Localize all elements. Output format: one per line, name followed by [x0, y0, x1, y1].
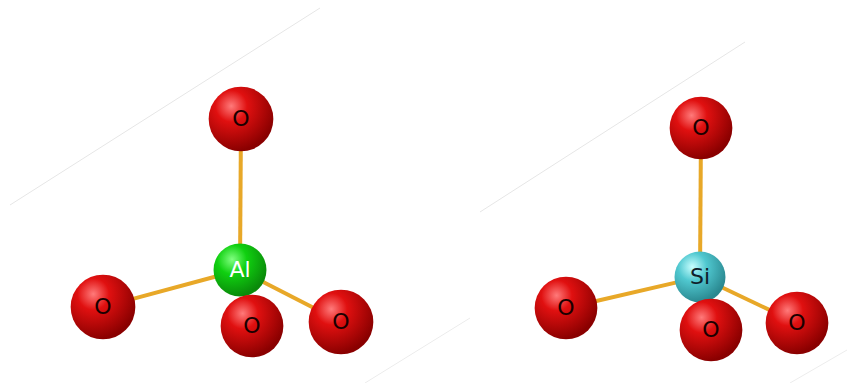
bond-line [595, 282, 676, 301]
bond-line [133, 277, 216, 299]
oxygen-atom: O [669, 96, 733, 160]
oxygen-atom: O [308, 289, 374, 355]
oxygen-atom: O [765, 291, 829, 355]
oxygen-atom: O [534, 276, 598, 340]
aluminium-atom: Al [213, 243, 267, 297]
oxygen-atom: O [220, 294, 284, 358]
atom-label: O [788, 312, 805, 334]
atom-label: O [243, 315, 260, 337]
atom-label: O [232, 108, 249, 130]
atom-label: Al [229, 259, 250, 281]
guide-line [10, 8, 320, 205]
atom-label: O [557, 297, 574, 319]
bond-line [238, 150, 243, 245]
guide-line [790, 350, 847, 383]
atom-label: O [692, 117, 709, 139]
atom-label: O [94, 296, 111, 318]
atom-label: O [702, 319, 719, 341]
oxygen-atom: O [208, 86, 274, 152]
bond-line [698, 158, 703, 253]
guide-line [365, 318, 470, 383]
atom-label: Si [690, 266, 710, 288]
oxygen-atom: O [679, 298, 743, 362]
silicon-atom: Si [674, 251, 726, 303]
atom-label: O [332, 311, 349, 333]
oxygen-atom: O [70, 274, 136, 340]
guide-line [480, 42, 745, 212]
